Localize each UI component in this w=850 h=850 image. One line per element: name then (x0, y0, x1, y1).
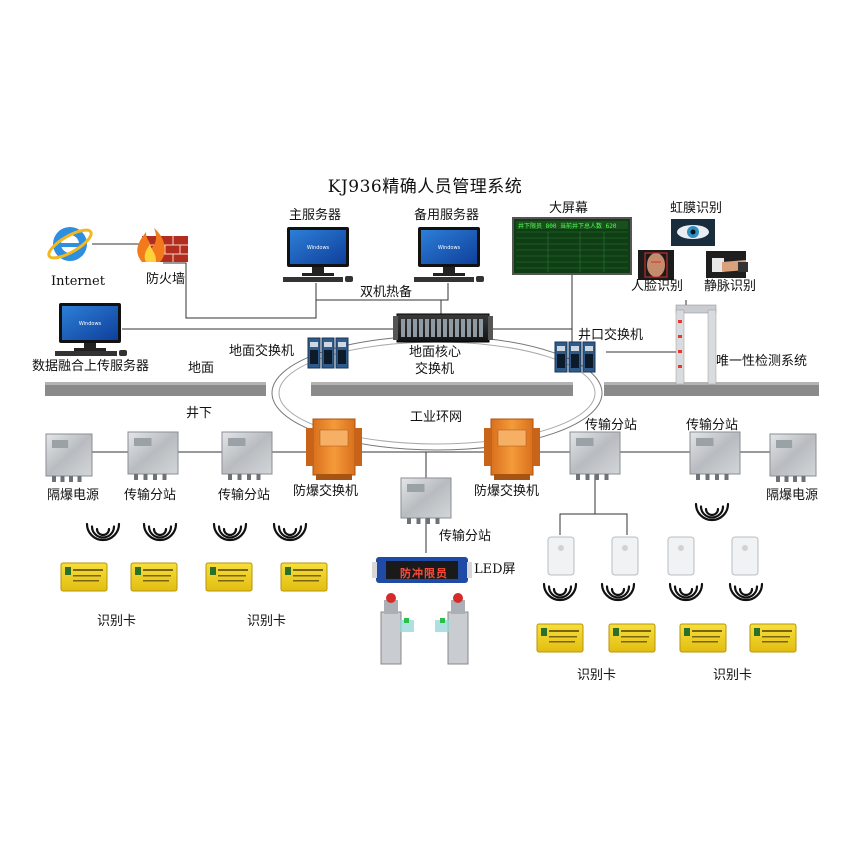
core-switch-label-1: 地面核心 (409, 345, 462, 360)
main-server-monitor: Windows (283, 227, 353, 282)
firewall-label: 防火墙 (146, 272, 186, 287)
hot-standby-label: 双机热备 (360, 285, 413, 300)
signal-icon (668, 582, 704, 602)
fusion-server-label: 数据融合上传服务器 (32, 359, 150, 374)
ex-power-left-label: 隔爆电源 (47, 488, 100, 503)
card-reader-3 (667, 536, 695, 576)
transmission-station-5 (689, 431, 741, 480)
signal-icon (272, 522, 308, 542)
uniqueness-detection-gate (675, 304, 717, 385)
id-card-6 (608, 623, 656, 653)
transmission-station-2 (221, 431, 273, 480)
trans-station-5-label: 传输分站 (686, 418, 739, 433)
signal-icon (600, 582, 636, 602)
firewall-icon (137, 228, 188, 262)
signal-icon (85, 522, 121, 542)
transmission-station-4 (569, 431, 621, 480)
fusion-server-monitor: Windows (55, 303, 127, 356)
svg-text:Windows: Windows (307, 245, 330, 251)
id-card-3 (205, 562, 253, 592)
ground-divider (45, 382, 819, 396)
card-reader-4 (731, 536, 759, 576)
svg-text:Windows: Windows (79, 321, 102, 327)
shaft-switch (554, 341, 596, 373)
turnstile-gate (380, 593, 469, 665)
big-screen-display (512, 217, 632, 275)
underground-label: 井下 (186, 406, 213, 421)
card-reader-2 (611, 536, 639, 576)
led-screen-label: LED屏 (474, 562, 516, 577)
signal-icon (212, 522, 248, 542)
led-screen-text: 防冲限员 (400, 567, 448, 580)
network-lines (92, 243, 687, 353)
diagram-title: KJ936精确人员管理系统 (327, 177, 523, 197)
core-switch-label-2: 交换机 (415, 362, 455, 377)
svg-text:Windows: Windows (438, 245, 461, 251)
id-card-label-3: 识别卡 (577, 668, 617, 683)
id-card-5 (536, 623, 584, 653)
ground-switch (307, 337, 349, 369)
ex-switch-left-label: 防爆交换机 (293, 484, 359, 499)
ex-switch-left (306, 418, 362, 480)
iris-scanner-icon (671, 219, 715, 246)
id-card-label-4: 识别卡 (713, 668, 753, 683)
signal-icon (694, 502, 730, 522)
ground-core-switch (393, 313, 493, 343)
face-label: 人脸识别 (631, 279, 684, 294)
led-screen-display (372, 557, 472, 583)
ground-switch-label: 地面交换机 (229, 344, 295, 359)
screen-header-row: 井下限员 800 当前井下总人数 620 (518, 223, 617, 230)
id-card-2 (130, 562, 178, 592)
transmission-station-3 (400, 477, 452, 524)
backup-server-label: 备用服务器 (414, 208, 480, 223)
id-card-8 (749, 623, 797, 653)
internet-label: Internet (51, 274, 105, 289)
ex-switch-right (484, 418, 540, 480)
trans-station-2-label: 传输分站 (218, 488, 271, 503)
card-reader-1 (547, 536, 575, 576)
iris-label: 虹膜识别 (670, 201, 723, 216)
vein-label: 静脉识别 (704, 279, 757, 294)
ex-switch-right-label: 防爆交换机 (474, 484, 540, 499)
trans-station-3-label: 传输分站 (439, 529, 492, 544)
ground-label: 地面 (188, 361, 215, 376)
trans-station-1-label: 传输分站 (124, 488, 177, 503)
face-recognition-icon (638, 250, 674, 280)
vein-recognition-icon (706, 251, 748, 278)
shaft-switch-label: 井口交换机 (578, 328, 644, 343)
transmission-station-1 (127, 431, 179, 480)
id-card-7 (679, 623, 727, 653)
ex-power-supply-right (769, 433, 817, 482)
signal-icon (728, 582, 764, 602)
id-card-label-1: 识别卡 (97, 614, 137, 629)
ex-power-right-label: 隔爆电源 (766, 488, 819, 503)
backup-server-monitor: Windows (414, 227, 484, 282)
big-screen-label: 大屏幕 (549, 201, 589, 216)
internet-explorer-icon (47, 227, 93, 261)
ex-power-supply-left (45, 433, 93, 482)
id-card-4 (280, 562, 328, 592)
ring-label: 工业环网 (410, 410, 463, 425)
signal-icon (542, 582, 578, 602)
id-card-1 (60, 562, 108, 592)
trans-station-4-label: 传输分站 (585, 418, 638, 433)
signal-icon (142, 522, 178, 542)
main-server-label: 主服务器 (289, 208, 342, 223)
uniqueness-label: 唯一性检测系统 (716, 354, 808, 369)
id-card-label-2: 识别卡 (247, 614, 287, 629)
